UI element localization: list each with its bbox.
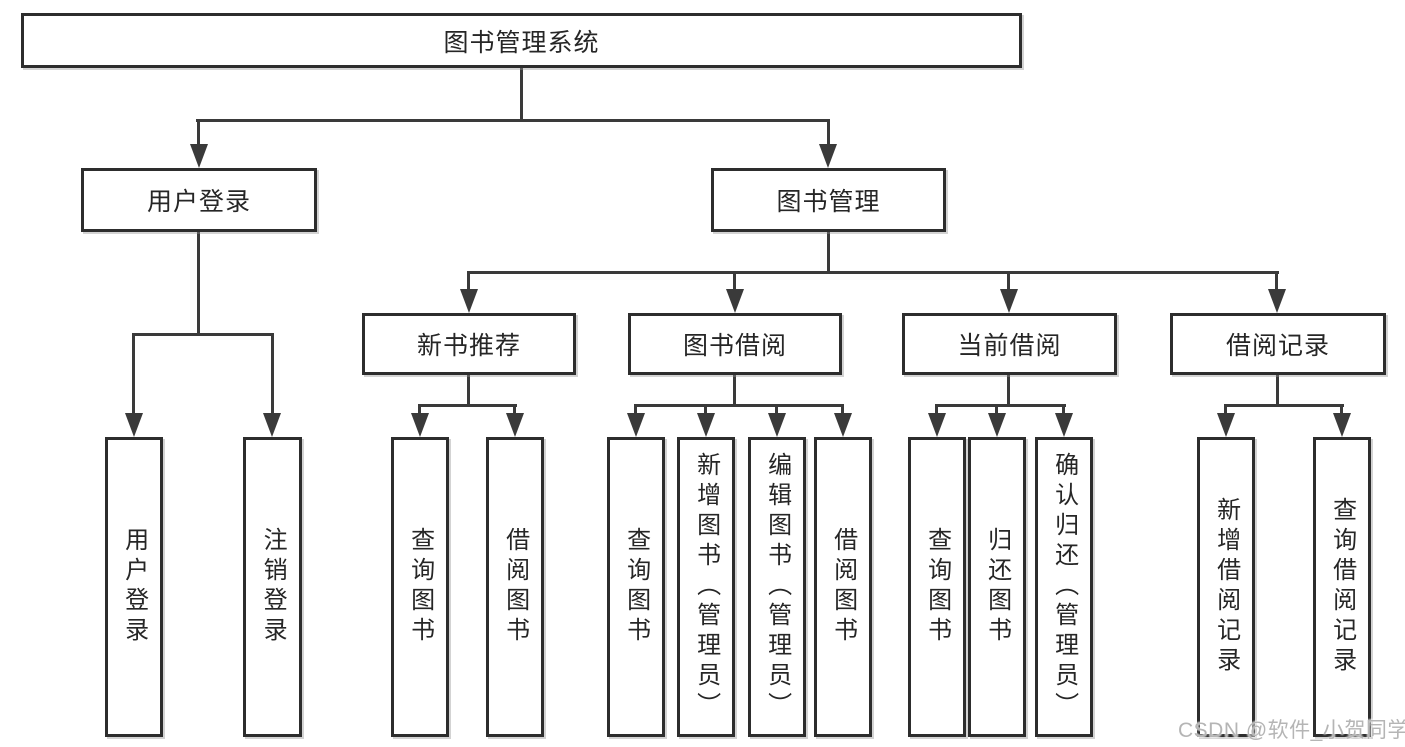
arrowhead-down	[1268, 289, 1286, 313]
connector-line	[704, 404, 707, 416]
node-label: 用户登录	[120, 527, 148, 647]
node-label: 借阅图书	[501, 527, 529, 647]
arrowhead-down	[506, 413, 524, 437]
arrowhead-down	[768, 413, 786, 437]
leaf-logout: 注销登录	[243, 437, 302, 737]
node-label: 借阅记录	[1225, 332, 1330, 360]
leaf-query-borrow-record: 查询借阅记录	[1313, 437, 1371, 737]
node-book-borrowing: 图书借阅	[628, 313, 842, 375]
connector-line	[775, 404, 778, 416]
arrowhead-down	[190, 144, 208, 168]
node-label: 用户登录	[146, 188, 251, 216]
node-label: 图书借阅	[682, 332, 787, 360]
node-user-login: 用户登录	[81, 168, 317, 232]
node-label: 新书推荐	[416, 332, 521, 360]
leaf-query-books: 查询图书	[908, 437, 966, 737]
node-label: 查询图书	[406, 527, 434, 647]
connector-line	[467, 271, 1279, 274]
arrowhead-down	[263, 413, 281, 437]
connector-line	[513, 404, 516, 416]
leaf-add-books-admin: 新增图书（管理员）	[677, 437, 735, 737]
node-library-system: 图书管理系统	[21, 13, 1022, 68]
connector-line	[634, 404, 637, 416]
connector-line	[827, 232, 830, 274]
node-label: 查询图书	[923, 527, 951, 647]
arrowhead-down	[819, 144, 837, 168]
connector-line	[1340, 404, 1343, 416]
node-label: 注销登录	[259, 527, 287, 647]
connector-line	[1007, 271, 1010, 293]
connector-line	[197, 232, 200, 335]
node-label: 编辑图书（管理员）	[763, 452, 791, 722]
leaf-return-books: 归还图书	[968, 437, 1026, 737]
node-book-management: 图书管理	[711, 168, 946, 232]
connector-line	[520, 68, 523, 120]
connector-line	[418, 404, 517, 407]
arrowhead-down	[411, 413, 429, 437]
connector-line	[1224, 404, 1344, 407]
connector-line	[634, 404, 843, 407]
leaf-confirm-return-admin: 确认归还（管理员）	[1035, 437, 1093, 737]
connector-line	[1275, 271, 1278, 293]
connector-line	[132, 333, 274, 336]
connector-line	[995, 404, 998, 416]
arrowhead-down	[834, 413, 852, 437]
node-label: 图书管理系统	[443, 28, 600, 57]
connector-line	[935, 404, 938, 416]
node-borrowing-records: 借阅记录	[1170, 313, 1386, 375]
arrowhead-down	[1333, 413, 1351, 437]
node-label: 归还图书	[983, 527, 1011, 647]
connector-line	[935, 404, 1066, 407]
arrowhead-down	[726, 289, 744, 313]
leaf-add-borrow-record: 新增借阅记录	[1197, 437, 1255, 737]
node-label: 查询借阅记录	[1328, 497, 1356, 677]
connector-line	[733, 375, 736, 406]
connector-line	[1062, 404, 1065, 416]
arrowhead-down	[697, 413, 715, 437]
leaf-query-books: 查询图书	[391, 437, 449, 737]
connector-line	[197, 119, 200, 149]
node-label: 借阅图书	[829, 527, 857, 647]
arrowhead-down	[988, 413, 1006, 437]
node-label: 查询图书	[622, 527, 650, 647]
leaf-borrow-books: 借阅图书	[814, 437, 872, 737]
connector-line	[733, 271, 736, 293]
connector-line	[1007, 375, 1010, 406]
node-label: 确认归还（管理员）	[1050, 452, 1078, 722]
csdn-watermark: CSDN @软件_小贺同学	[1178, 719, 1405, 742]
arrowhead-down	[460, 289, 478, 313]
connector-line	[196, 119, 830, 122]
connector-line	[467, 271, 470, 293]
connector-line	[467, 375, 470, 406]
arrowhead-down	[125, 413, 143, 437]
arrowhead-down	[627, 413, 645, 437]
connector-line	[1276, 375, 1279, 406]
node-new-book-recommend: 新书推荐	[362, 313, 576, 375]
node-label: 图书管理	[776, 188, 881, 216]
arrowhead-down	[1055, 413, 1073, 437]
connector-line	[132, 333, 135, 418]
connector-line	[827, 119, 830, 149]
connector-line	[418, 404, 421, 416]
node-label: 当前借阅	[957, 332, 1062, 360]
leaf-user-login: 用户登录	[105, 437, 163, 737]
connector-line	[1224, 404, 1227, 416]
arrowhead-down	[1000, 289, 1018, 313]
leaf-edit-books-admin: 编辑图书（管理员）	[748, 437, 806, 737]
node-label: 新增图书（管理员）	[692, 452, 720, 722]
arrowhead-down	[928, 413, 946, 437]
connector-line	[841, 404, 844, 416]
leaf-query-books: 查询图书	[607, 437, 665, 737]
node-label: 新增借阅记录	[1212, 497, 1240, 677]
node-current-borrowing: 当前借阅	[902, 313, 1117, 375]
arrowhead-down	[1217, 413, 1235, 437]
connector-line	[271, 333, 274, 418]
leaf-borrow-books: 借阅图书	[486, 437, 544, 737]
